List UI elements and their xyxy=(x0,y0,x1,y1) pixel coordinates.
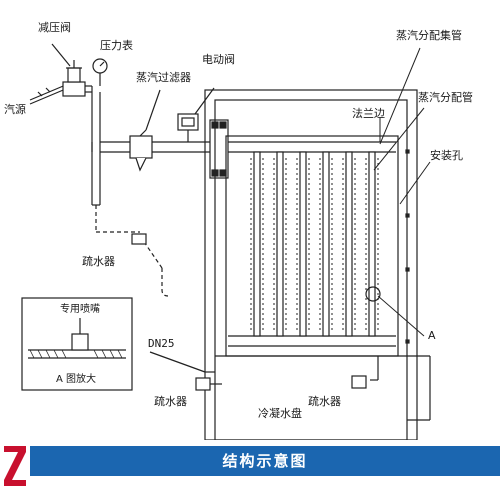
footer-title-bar: 结构示意图 xyxy=(30,446,500,476)
label-condensate-tray: 冷凝水盘 xyxy=(258,407,302,420)
label-pressure-gauge: 压力表 xyxy=(100,39,133,52)
leader-lines xyxy=(373,47,431,337)
detail-a-marker xyxy=(365,286,381,302)
pressure-reducing-valve xyxy=(51,43,86,97)
label-dn25: DN25 xyxy=(148,337,175,350)
label-trap-bottom-right: 疏水器 xyxy=(308,395,341,408)
label-special-nozzle: 专用喷嘴 xyxy=(60,304,100,315)
detail-a-inset xyxy=(21,297,133,391)
trap-left-drain xyxy=(161,268,169,297)
main-pipe-horizontal xyxy=(91,141,130,153)
trap-bottom-right xyxy=(351,356,379,389)
nozzles xyxy=(250,158,379,330)
label-electric-valve: 电动阀 xyxy=(202,53,235,66)
label-steam-header: 蒸汽分配集管 xyxy=(396,29,462,42)
trap-bottom-left xyxy=(195,377,222,391)
condensate-tray xyxy=(215,355,431,421)
steam-source-pipe xyxy=(29,83,69,105)
trap-left-assembly xyxy=(95,205,163,269)
structure-diagram xyxy=(21,43,431,440)
steam-distribution-pipes xyxy=(253,151,376,337)
footer-title: 结构示意图 xyxy=(222,452,308,470)
flange xyxy=(209,119,229,179)
label-pressure-reducing-valve: 减压阀 xyxy=(38,21,71,34)
pipe-to-valve xyxy=(152,141,210,153)
trap-left xyxy=(131,233,147,245)
dn25-pipe xyxy=(149,351,215,373)
label-flange-edge: 法兰边 xyxy=(352,107,385,120)
label-marker-a: A xyxy=(428,329,436,342)
label-trap-left: 疏水器 xyxy=(82,255,115,268)
pressure-gauge xyxy=(92,58,108,86)
label-steam-source: 汽源 xyxy=(4,103,26,116)
steam-filter xyxy=(129,89,161,172)
brand-logo-icon xyxy=(4,446,26,486)
inset-hatching xyxy=(29,349,123,359)
electric-valve xyxy=(177,87,215,142)
label-mounting-hole: 安装孔 xyxy=(430,149,463,162)
mounting-holes xyxy=(405,149,410,344)
label-trap-bottom-left: 疏水器 xyxy=(154,395,187,408)
label-steam-distribution-pipe: 蒸汽分配管 xyxy=(418,91,473,104)
footer: 结构示意图 xyxy=(0,440,500,500)
label-detail-a: A 图放大 xyxy=(56,374,97,385)
label-steam-filter: 蒸汽过滤器 xyxy=(136,71,191,84)
